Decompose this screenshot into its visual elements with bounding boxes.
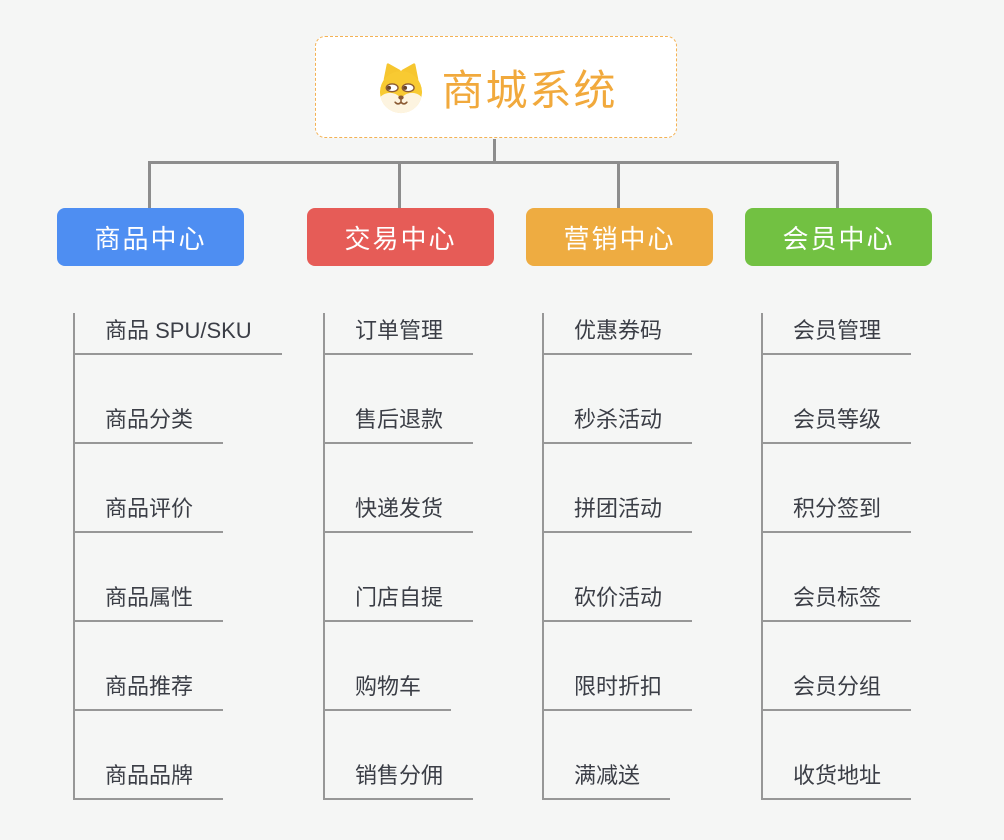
dog-mascot-icon <box>380 63 423 114</box>
leaf-node-marketing-center-5[interactable]: 限时折扣 <box>544 669 693 711</box>
connector-drop-member <box>836 163 839 208</box>
leaf-node-product-center-6[interactable]: 商品品牌 <box>75 758 224 800</box>
leaf-node-member-center-3[interactable]: 积分签到 <box>763 491 912 533</box>
branch-column: 交易中心 订单管理售后退款快递发货门店自提购物车销售分佣 <box>307 208 494 800</box>
leaf-node-marketing-center-2[interactable]: 秒杀活动 <box>544 402 693 444</box>
branch-column: 商品中心 商品 SPU/SKU 商品分类商品评价商品属性商品推荐商品品牌 <box>57 208 282 800</box>
leaf-node-product-center-1[interactable]: 商品 SPU/SKU <box>75 313 282 355</box>
branch-children: 会员管理会员等级积分签到会员标签会员分组收货地址 <box>761 313 932 800</box>
connector-drop-marketing <box>617 163 620 208</box>
leaf-node-trade-center-6[interactable]: 销售分佣 <box>325 758 474 800</box>
branch-node-member-center[interactable]: 会员中心 <box>745 208 932 266</box>
leaf-node-product-center-3[interactable]: 商品评价 <box>75 491 224 533</box>
branch-column: 营销中心 优惠券码秒杀活动拼团活动砍价活动限时折扣满减送 <box>526 208 713 800</box>
connector-root-stub <box>493 139 496 163</box>
branch-node-product-center[interactable]: 商品中心 <box>57 208 244 266</box>
leaf-node-marketing-center-3[interactable]: 拼团活动 <box>544 491 693 533</box>
leaf-node-member-center-2[interactable]: 会员等级 <box>763 402 912 444</box>
branch-column: 会员中心 会员管理会员等级积分签到会员标签会员分组收货地址 <box>745 208 932 800</box>
leaf-node-marketing-center-4[interactable]: 砍价活动 <box>544 580 693 622</box>
branch-node-marketing-center[interactable]: 营销中心 <box>526 208 713 266</box>
leaf-node-member-center-6[interactable]: 收货地址 <box>763 758 912 800</box>
leaf-node-marketing-center-6[interactable]: 满减送 <box>544 758 671 800</box>
root-node[interactable]: 商城系统 <box>315 36 677 138</box>
leaf-node-member-center-1[interactable]: 会员管理 <box>763 313 912 355</box>
leaf-node-trade-center-5[interactable]: 购物车 <box>325 669 452 711</box>
leaf-node-trade-center-3[interactable]: 快递发货 <box>325 491 474 533</box>
leaf-node-member-center-4[interactable]: 会员标签 <box>763 580 912 622</box>
leaf-node-trade-center-1[interactable]: 订单管理 <box>325 313 474 355</box>
leaf-node-product-center-4[interactable]: 商品属性 <box>75 580 224 622</box>
leaf-node-trade-center-2[interactable]: 售后退款 <box>325 402 474 444</box>
connector-drop-product <box>148 163 151 208</box>
leaf-node-member-center-5[interactable]: 会员分组 <box>763 669 912 711</box>
branch-node-trade-center[interactable]: 交易中心 <box>307 208 494 266</box>
leaf-node-marketing-center-1[interactable]: 优惠券码 <box>544 313 693 355</box>
branch-children: 优惠券码秒杀活动拼团活动砍价活动限时折扣满减送 <box>542 313 713 800</box>
root-title: 商城系统 <box>441 66 618 114</box>
branch-children: 商品 SPU/SKU 商品分类商品评价商品属性商品推荐商品品牌 <box>73 313 282 800</box>
connector-bus <box>148 161 839 164</box>
connector-drop-trade <box>398 163 401 208</box>
leaf-node-product-center-2[interactable]: 商品分类 <box>75 402 224 444</box>
leaf-node-product-center-5[interactable]: 商品推荐 <box>75 669 224 711</box>
leaf-node-trade-center-4[interactable]: 门店自提 <box>325 580 474 622</box>
branch-children: 订单管理售后退款快递发货门店自提购物车销售分佣 <box>323 313 494 800</box>
